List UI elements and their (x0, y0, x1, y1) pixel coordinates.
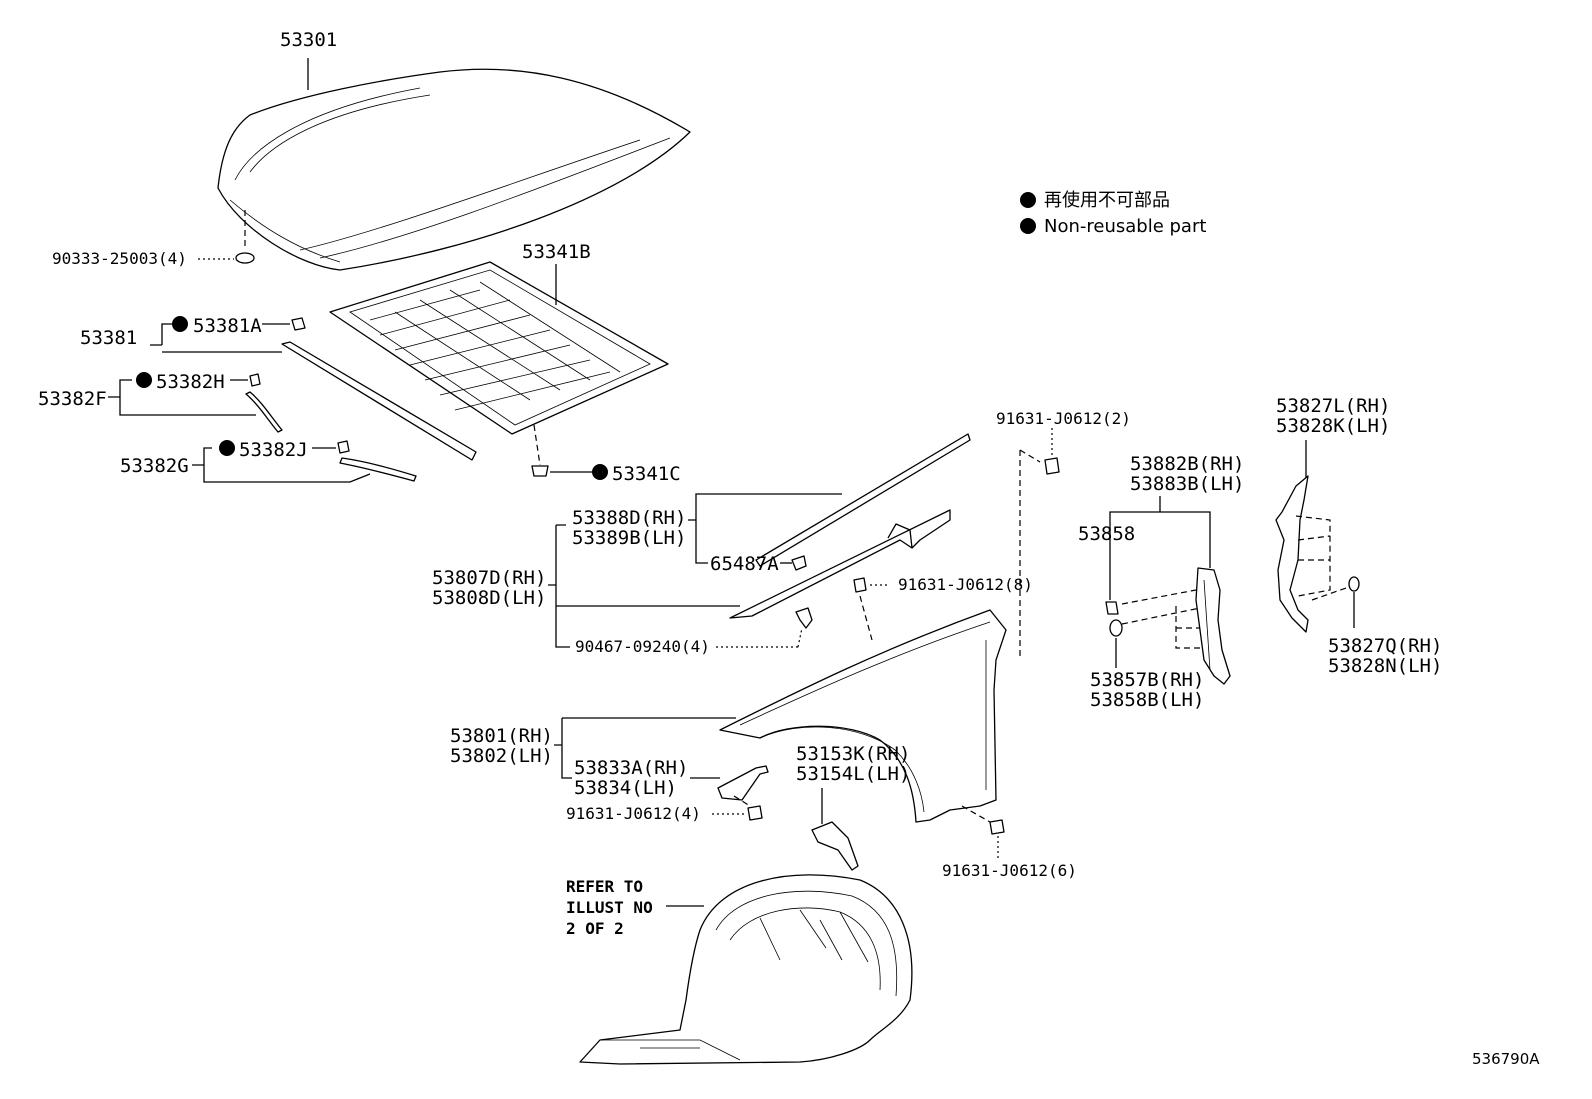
fender-seal-bracket (887, 523, 913, 549)
bolt-91631-4 (747, 805, 763, 821)
refer-line-1: REFER TO (566, 877, 643, 896)
label-53828k: 53828K(LH) (1276, 415, 1390, 437)
illustration-number: 536790A (1472, 1050, 1540, 1068)
fender-seal-upper (755, 433, 971, 567)
label-53857b: 53857B(RH) (1090, 669, 1204, 691)
hood-seal-long (281, 341, 477, 461)
label-53833a: 53833A(RH) (574, 757, 688, 779)
hood-seal-short-g (339, 457, 417, 482)
label-53341c: 53341C (612, 463, 681, 485)
label-91631-j0612-2: 91631-J0612(2) (996, 409, 1131, 428)
label-53802: 53802(LH) (450, 745, 553, 767)
bolt-91631-6 (989, 819, 1005, 835)
fender-bracket (717, 765, 769, 801)
label-53882b: 53882B(RH) (1130, 453, 1244, 475)
clip-53827q (1348, 576, 1360, 592)
clip-90467 (795, 607, 813, 629)
fender-liner-seal (811, 821, 859, 871)
front-fender (719, 609, 1007, 823)
seal-a-clip (291, 317, 306, 331)
hood-panel (217, 68, 691, 271)
non-reusable-dot (136, 372, 152, 388)
side-cover (1275, 475, 1309, 633)
hood-clip (235, 252, 255, 264)
label-90467-09240: 90467-09240(4) (575, 637, 710, 656)
label-53388d: 53388D(RH) (572, 507, 686, 529)
label-91631-j0612-8: 91631-J0612(8) (898, 575, 1033, 594)
label-53858: 53858 (1078, 523, 1135, 545)
label-53389b: 53389B(LH) (572, 527, 686, 549)
label-53381a: 53381A (193, 315, 262, 337)
legend: 再使用不可部品 Non-reusable part (1020, 190, 1206, 237)
insulator-clip (531, 465, 549, 477)
seal-j-clip (337, 440, 350, 454)
refer-line-2: ILLUST NO (566, 898, 653, 917)
clip-53858-top (1105, 601, 1119, 615)
fender-seal-lower (729, 509, 951, 619)
label-90333-25003: 90333-25003(4) (52, 249, 187, 268)
fender-liner (579, 874, 913, 1065)
legend-dot-ja (1020, 192, 1036, 208)
label-53153k: 53153K(RH) (796, 743, 910, 765)
hood-seal-short-f (245, 391, 283, 433)
legend-en: Non-reusable part (1044, 216, 1206, 237)
wheel-protector (1195, 567, 1231, 685)
label-65487a: 65487A (710, 553, 779, 575)
non-reusable-dot (592, 464, 608, 480)
non-reusable-dot (172, 316, 188, 332)
seal-h-clip (249, 373, 261, 387)
label-53827q: 53827Q(RH) (1328, 635, 1442, 657)
label-53382g: 53382G (120, 455, 189, 477)
label-53808d: 53808D(LH) (432, 587, 546, 609)
hood-insulator (329, 261, 669, 435)
label-53382j: 53382J (239, 439, 308, 461)
clip-53857b (1109, 619, 1123, 637)
label-53381: 53381 (80, 327, 137, 349)
bolt-91631-8 (853, 577, 867, 593)
legend-dot-en (1020, 218, 1036, 234)
label-53341b: 53341B (522, 241, 591, 263)
non-reusable-dot (219, 440, 235, 456)
label-53382h: 53382H (156, 371, 225, 393)
label-53883b: 53883B(LH) (1130, 473, 1244, 495)
label-53858b: 53858B(LH) (1090, 689, 1204, 711)
label-53382f: 53382F (38, 388, 107, 410)
label-53801: 53801(RH) (450, 725, 553, 747)
refer-line-3: 2 OF 2 (566, 919, 624, 938)
bolt-91631-2 (1044, 457, 1060, 475)
label-53834: 53834(LH) (574, 777, 677, 799)
label-53301: 53301 (280, 29, 337, 51)
label-91631-j0612-4: 91631-J0612(4) (566, 804, 701, 823)
label-53828n: 53828N(LH) (1328, 655, 1442, 677)
label-53827l: 53827L(RH) (1276, 395, 1390, 417)
legend-ja: 再使用不可部品 (1044, 190, 1170, 211)
label-53154l: 53154L(LH) (796, 763, 910, 785)
clip-65487a (791, 555, 807, 571)
label-91631-j0612-6: 91631-J0612(6) (942, 861, 1077, 880)
label-53807d: 53807D(RH) (432, 567, 546, 589)
